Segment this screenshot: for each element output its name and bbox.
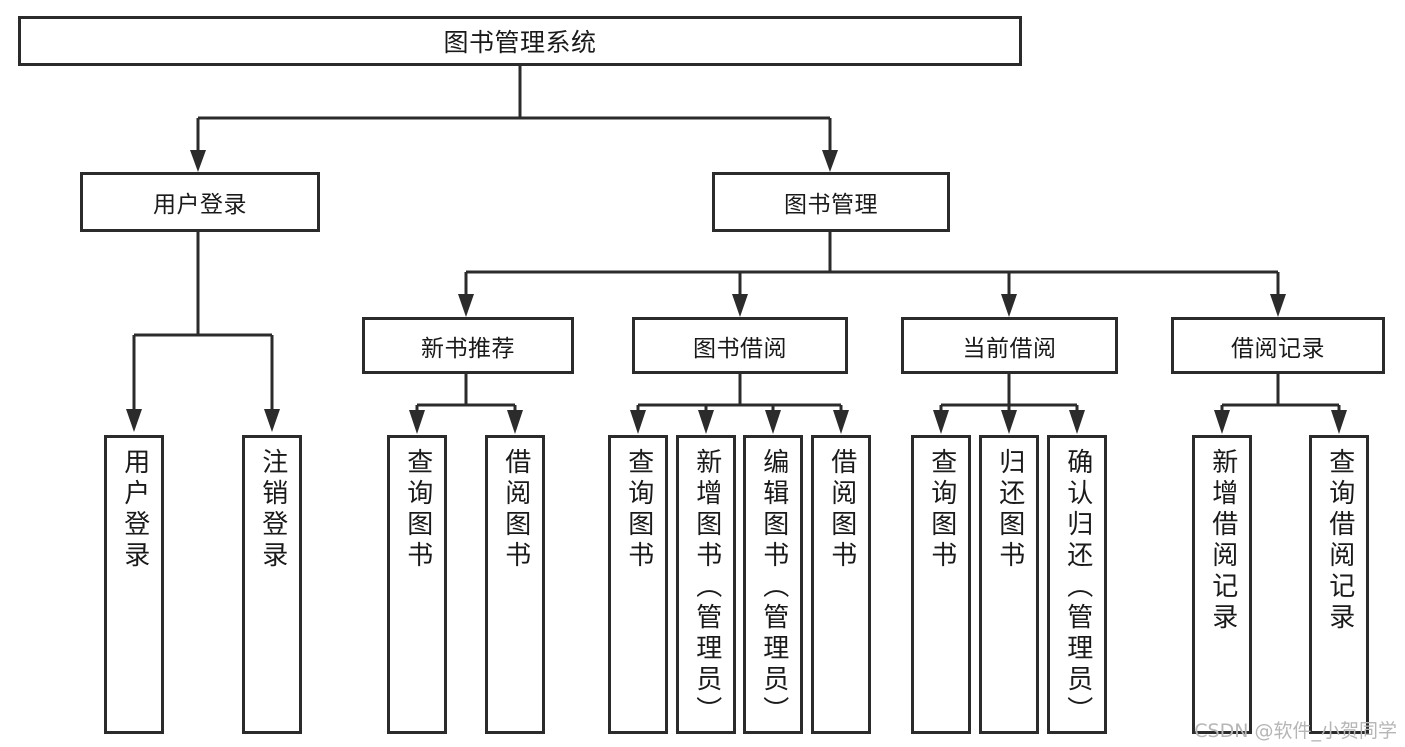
arrowhead-icon bbox=[732, 294, 748, 317]
node-label: 查询图书 bbox=[623, 448, 654, 572]
leaf-new-book-borrow[interactable]: 借阅图书 bbox=[485, 435, 545, 734]
arrowhead-icon bbox=[190, 150, 206, 172]
leaf-current-borrow-return[interactable]: 归还图书 bbox=[979, 435, 1039, 734]
node-label: 图书管理系统 bbox=[443, 28, 597, 57]
node-label: 编辑图书（管理员） bbox=[758, 448, 789, 727]
node-label: 借阅图书 bbox=[826, 448, 857, 572]
node-label: 查询图书 bbox=[402, 448, 433, 572]
arrowhead-icon bbox=[822, 150, 838, 172]
node-label: 借阅图书 bbox=[500, 448, 531, 572]
node-label: 新书推荐 bbox=[421, 335, 515, 362]
node-label: 查询图书 bbox=[926, 448, 957, 572]
node-user-login[interactable]: 用户登录 bbox=[80, 172, 320, 232]
arrowhead-icon bbox=[264, 409, 280, 432]
arrowhead-icon bbox=[126, 409, 142, 432]
leaf-user-login-logout[interactable]: 注销登录 bbox=[242, 435, 302, 734]
node-label: 借阅记录 bbox=[1231, 335, 1325, 362]
node-label: 确认归还（管理员） bbox=[1062, 448, 1093, 727]
node-label: 当前借阅 bbox=[962, 335, 1057, 362]
leaf-book-borrow-add[interactable]: 新增图书（管理员） bbox=[676, 435, 736, 734]
node-label: 查询借阅记录 bbox=[1324, 448, 1355, 634]
arrowhead-icon bbox=[458, 294, 474, 317]
leaf-new-book-query[interactable]: 查询图书 bbox=[387, 435, 447, 734]
node-new-book-recommend[interactable]: 新书推荐 bbox=[362, 317, 574, 374]
arrowhead-icon bbox=[1069, 410, 1085, 434]
arrowhead-icon bbox=[698, 410, 714, 434]
leaf-book-borrow-edit[interactable]: 编辑图书（管理员） bbox=[743, 435, 803, 734]
leaf-user-login-login[interactable]: 用户登录 bbox=[104, 435, 164, 734]
arrowhead-icon bbox=[507, 410, 523, 434]
node-root-system[interactable]: 图书管理系统 bbox=[18, 16, 1022, 66]
leaf-borrow-record-query[interactable]: 查询借阅记录 bbox=[1309, 435, 1369, 734]
node-label: 新增借阅记录 bbox=[1207, 448, 1238, 634]
arrowhead-icon bbox=[630, 410, 646, 434]
node-book-borrow[interactable]: 图书借阅 bbox=[632, 317, 848, 374]
arrowhead-icon bbox=[409, 410, 425, 434]
node-label: 注销登录 bbox=[257, 448, 288, 572]
arrowhead-icon bbox=[1001, 294, 1017, 317]
watermark-text: CSDN @软件_小贺同学 bbox=[1194, 720, 1397, 742]
leaf-book-borrow-query[interactable]: 查询图书 bbox=[608, 435, 668, 734]
leaf-borrow-record-add[interactable]: 新增借阅记录 bbox=[1192, 435, 1252, 734]
node-label: 新增图书（管理员） bbox=[691, 448, 722, 727]
arrowhead-icon bbox=[933, 410, 949, 434]
arrowhead-icon bbox=[1001, 410, 1017, 434]
leaf-current-borrow-confirm-return[interactable]: 确认归还（管理员） bbox=[1047, 435, 1107, 734]
arrowhead-icon bbox=[833, 410, 849, 434]
leaf-book-borrow-borrow[interactable]: 借阅图书 bbox=[811, 435, 871, 734]
leaf-current-borrow-query[interactable]: 查询图书 bbox=[911, 435, 971, 734]
node-label: 图书管理 bbox=[784, 192, 878, 218]
node-label: 用户登录 bbox=[153, 192, 247, 218]
arrowhead-icon bbox=[1214, 410, 1230, 434]
arrowhead-icon bbox=[1270, 294, 1286, 317]
node-borrow-record[interactable]: 借阅记录 bbox=[1171, 317, 1385, 374]
node-book-management[interactable]: 图书管理 bbox=[712, 172, 950, 232]
arrowhead-icon bbox=[765, 410, 781, 434]
node-label: 图书借阅 bbox=[693, 335, 787, 362]
arrowhead-icon bbox=[1331, 410, 1347, 434]
node-label: 归还图书 bbox=[994, 448, 1025, 572]
node-current-borrow[interactable]: 当前借阅 bbox=[901, 317, 1118, 374]
node-label: 用户登录 bbox=[119, 448, 150, 572]
